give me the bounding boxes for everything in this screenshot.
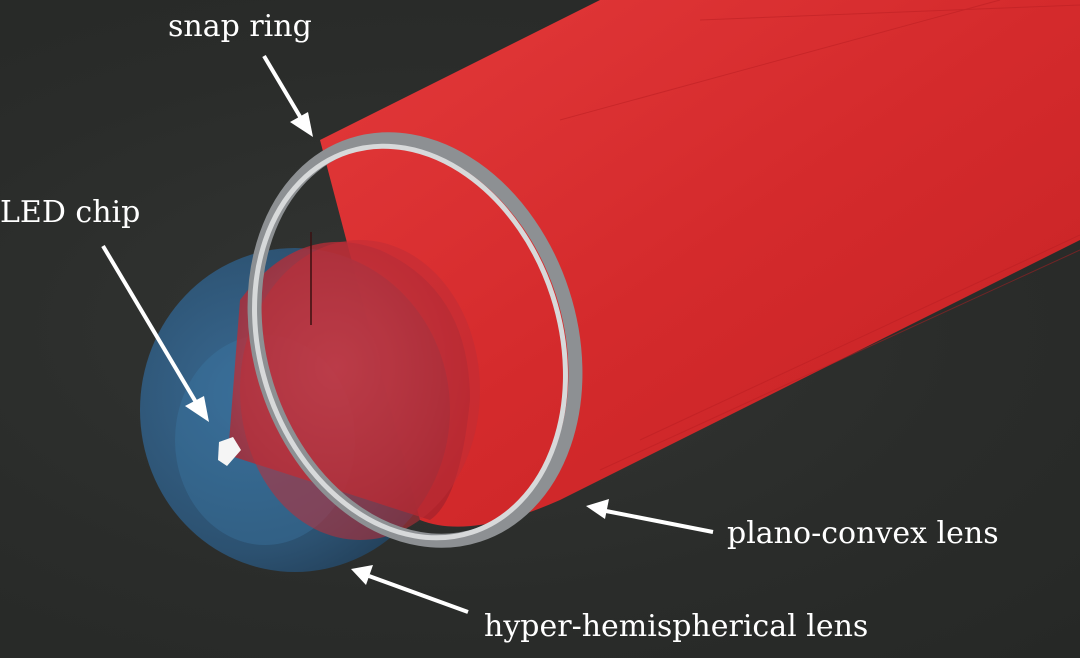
led-chip [218,437,241,466]
arrow-plano-convex [586,499,714,534]
arrow-snap-ring [262,54,313,137]
label-plano-convex-lens: plano-convex lens [727,516,999,551]
snap-ring-highlight [252,143,568,541]
beam-texture [559,0,1080,471]
inner-dome-surface [240,240,480,540]
label-led-chip: LED chip [0,195,141,230]
arrow-led-chip [101,244,209,422]
collimated-beam [320,0,1080,527]
label-snap-ring: snap ring [168,9,312,44]
arrow-hyper-hemispherical [351,565,469,614]
callout-arrows [101,54,714,614]
label-hyper-hemispherical-lens: hyper-hemispherical lens [484,609,869,644]
